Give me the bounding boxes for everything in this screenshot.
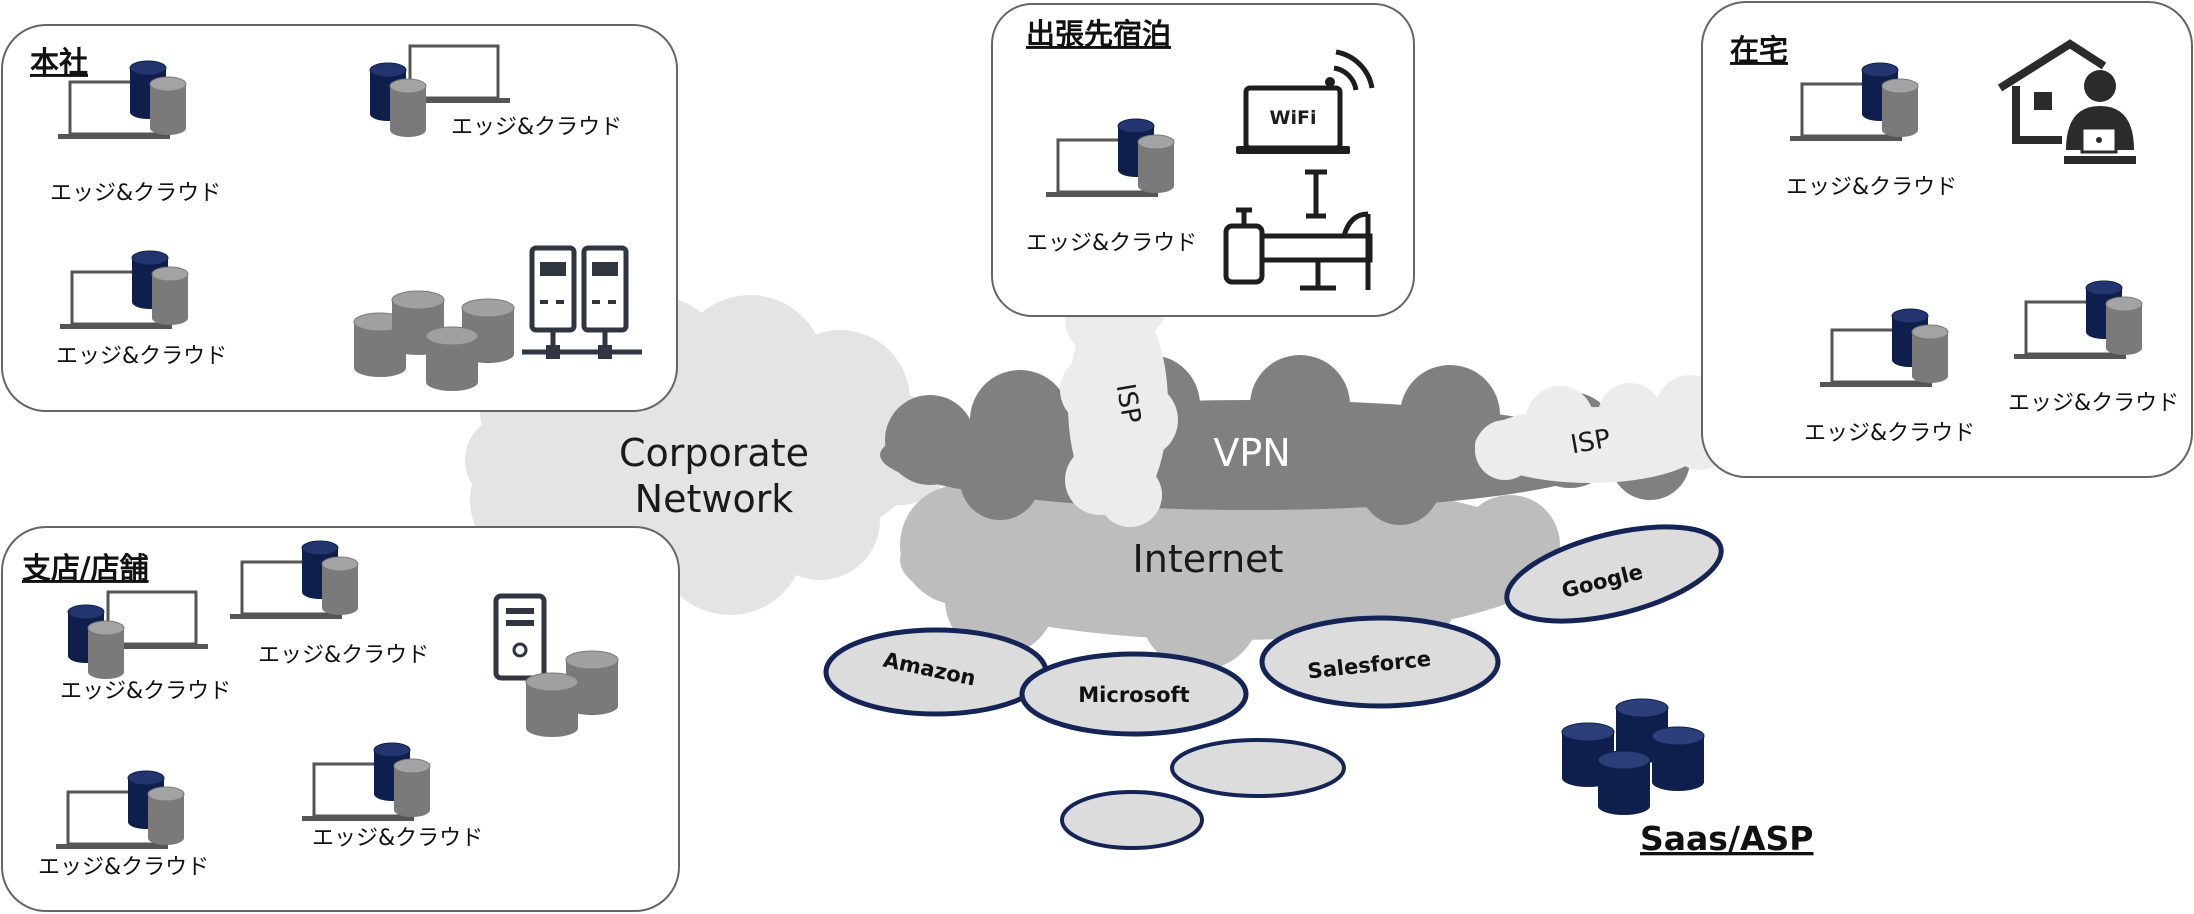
microsoft-cloud[interactable]: [1019, 651, 1249, 737]
microsoft-label: Microsoft: [1078, 683, 1189, 707]
isp-cloud-top: [1060, 273, 1178, 527]
edge-cloud-label: エッジ&クラウド: [1804, 421, 1975, 446]
corporate-network-label-2: Network: [635, 477, 794, 521]
edge-cloud-label: エッジ&クラウド: [258, 643, 429, 668]
zone-title-shutcho: 出張先宿泊: [1026, 17, 1171, 51]
internet-cloud: [900, 445, 1560, 670]
desktop-tower-icon: [493, 593, 547, 681]
edge-cloud-label: エッジ&クラウド: [56, 344, 227, 369]
salesforce-cloud[interactable]: [1259, 615, 1501, 709]
zone-title-honsha: 本社: [30, 45, 88, 79]
edge-cloud-label: エッジ&クラウド: [50, 181, 221, 206]
unlabeled-service-cloud[interactable]: [1170, 738, 1346, 798]
edge-cloud-label: エッジ&クラウド: [60, 679, 231, 704]
edge-cloud-label: エッジ&クラウド: [38, 855, 209, 880]
corporate-network-label-1: Corporate: [619, 431, 809, 475]
zone-title-shiten: 支店/店舗: [22, 551, 149, 585]
edge-cloud-label: エッジ&クラウド: [1026, 231, 1197, 256]
edge-cloud-label: エッジ&クラウド: [1786, 175, 1957, 200]
zone-title-zaitaku: 在宅: [1730, 33, 1788, 67]
edge-cloud-label: エッジ&クラウド: [2008, 391, 2179, 416]
isp-cloud-right: [1475, 375, 1730, 483]
isp-label-top: ISP: [1110, 381, 1146, 425]
wifi-laptop-icon: [1236, 49, 1375, 154]
home-office-icon: [1997, 39, 2136, 164]
saas-asp-title: Saas/ASP: [1640, 819, 1814, 858]
wifi-text: WiFi: [1270, 107, 1317, 129]
google-cloud[interactable]: [1498, 509, 1731, 640]
vpn-label: VPN: [1213, 431, 1290, 475]
unlabeled-service-cloud[interactable]: [1060, 790, 1204, 850]
edge-cloud-label: エッジ&クラウド: [451, 115, 622, 140]
edge-cloud-label: エッジ&クラウド: [312, 826, 483, 851]
server-rack-icon: [522, 245, 642, 359]
hotel-bed-icon: [1223, 169, 1373, 291]
saas-database-cluster-icon: [1561, 698, 1705, 816]
isp-label-right: ISP: [1568, 424, 1612, 460]
internet-label: Internet: [1133, 537, 1284, 581]
